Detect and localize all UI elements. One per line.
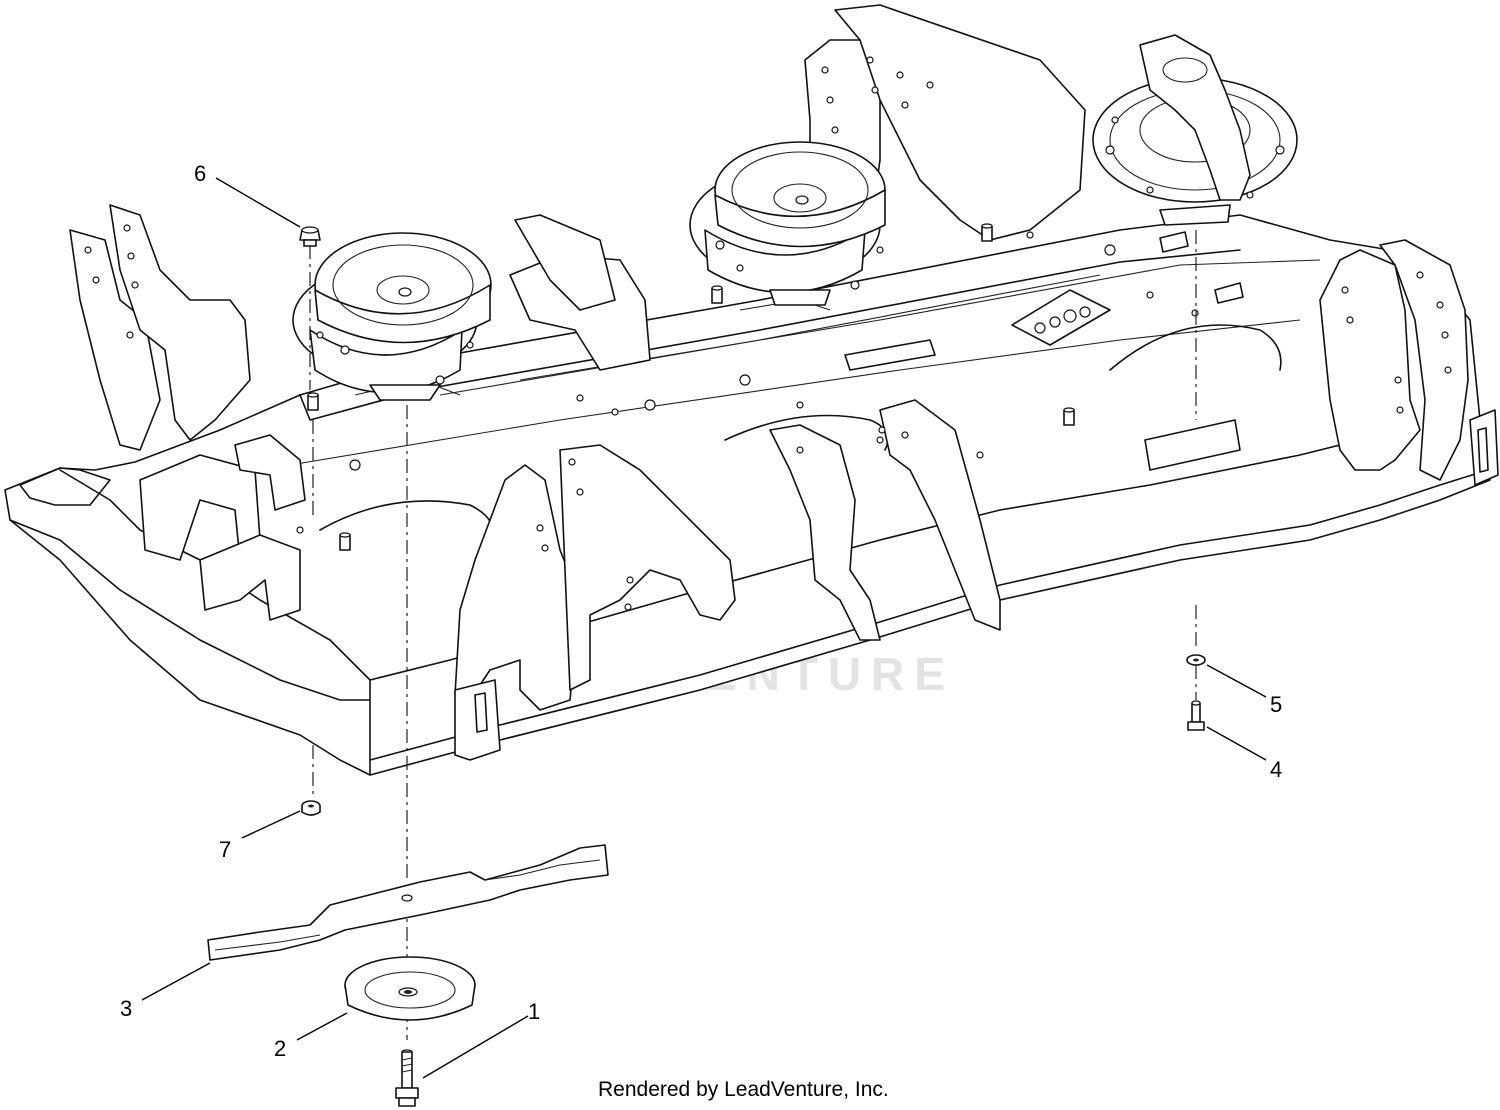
callout-label-5: 5 [1270, 692, 1282, 717]
callout-label-7: 7 [219, 837, 231, 862]
right-bracket-holes [1341, 271, 1452, 414]
spindle-pulley-center [689, 141, 886, 306]
callout-5: 5 [1206, 664, 1282, 717]
blade-bolt-1 [395, 1049, 419, 1107]
mower-deck-housing [4, 4, 1499, 776]
callout-6: 6 [194, 161, 301, 228]
spindle-pulley-left [292, 232, 492, 401]
callout-label-6: 6 [194, 161, 206, 186]
blade-adapter-2 [344, 956, 476, 1021]
washer-5 [1186, 654, 1206, 666]
rear-frame-holes [821, 56, 934, 134]
callout-3: 3 [120, 962, 211, 1021]
locknut-7 [301, 800, 321, 816]
callout-7: 7 [219, 810, 301, 862]
fin-holes [796, 426, 984, 459]
callout-label-1: 1 [528, 999, 540, 1024]
callout-label-3: 3 [120, 996, 132, 1021]
callout-label-2: 2 [274, 1036, 286, 1061]
center-bracket-holes [536, 458, 634, 611]
callout-2: 2 [274, 1012, 348, 1061]
mower-blade-3 [207, 844, 609, 961]
rendered-by-credit: Rendered by LeadVenture, Inc. [598, 1078, 889, 1101]
callout-label-4: 4 [1270, 757, 1282, 782]
callout-4: 4 [1206, 726, 1282, 782]
bolt-4 [1187, 700, 1205, 731]
callout-1: 1 [422, 999, 540, 1079]
left-bracket-holes [84, 224, 139, 339]
spindle-pulley-right [1092, 34, 1298, 226]
flange-bolt-6 [299, 226, 321, 247]
deck-pins [307, 223, 1075, 551]
